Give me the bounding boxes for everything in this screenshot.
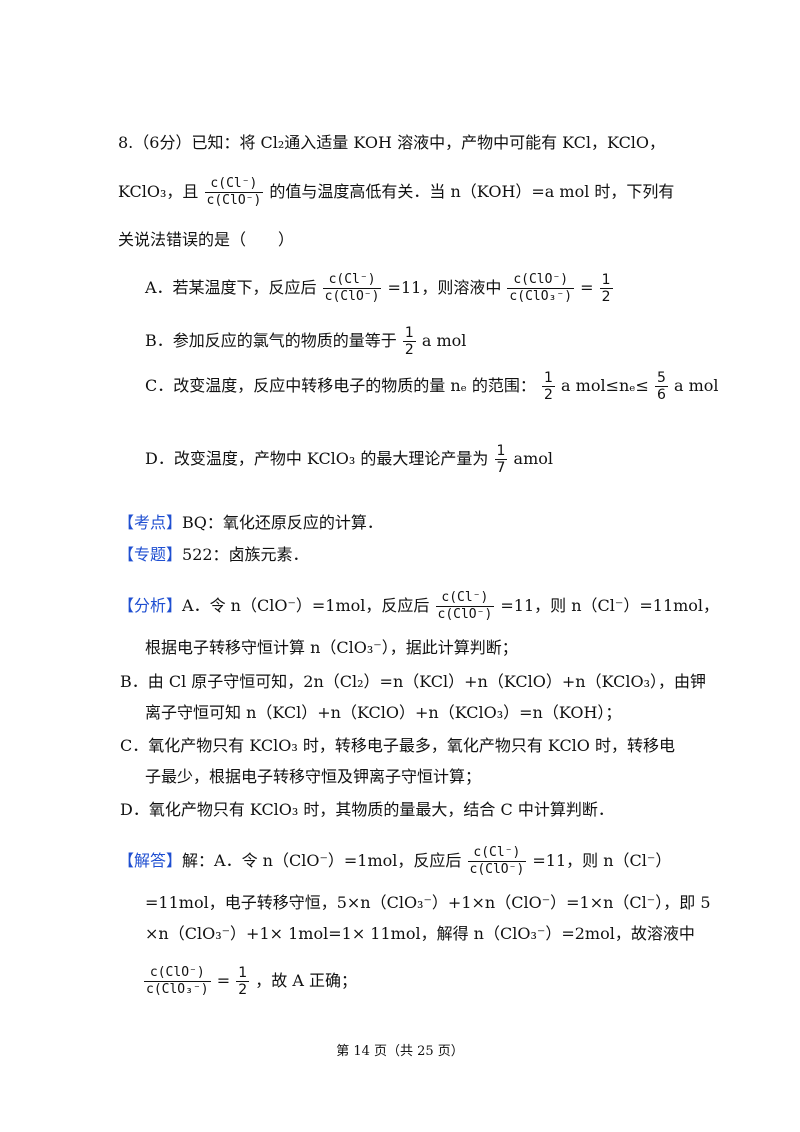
fenxi-d-line-1: D．氧化产物只有 KClO₃ 时，其物质的量最大，结合 C 中计算判断． <box>120 800 614 820</box>
jieda-line-4: c(ClO⁻) c(ClO₃⁻) = 1 2 ，故 A 正确； <box>143 965 357 998</box>
kaodian: 【考点】BQ：氧化还原反应的计算． <box>118 513 383 533</box>
numerator: 1 <box>544 370 553 386</box>
fraction-cl-over-clo: c(Cl⁻) c(ClO⁻) <box>322 272 382 305</box>
text: =11mol，电子转移守恒，5×n（ClO₃⁻）+1×n（ClO⁻）=1×n（C… <box>145 893 711 912</box>
fraction-one-half: 1 2 <box>542 370 555 403</box>
fraction-cl-over-clo: c(Cl⁻) c(ClO⁻) <box>204 176 264 209</box>
text: amol <box>513 449 553 468</box>
text: 522：卤族元素． <box>182 545 309 564</box>
fraction-cl-over-clo: c(Cl⁻) c(ClO⁻) <box>435 590 495 623</box>
numerator: c(Cl⁻) <box>473 845 521 860</box>
denominator: c(ClO⁻) <box>467 861 527 877</box>
text: D．氧化产物只有 KClO₃ 时，其物质的量最大，结合 C 中计算判断． <box>120 800 614 819</box>
numerator: c(Cl⁻) <box>328 272 376 287</box>
text: 离子守恒可知 n（KCl）+n（KClO）+n（KClO₃）=n（KOH）； <box>145 703 622 722</box>
denominator: c(ClO⁻) <box>204 192 264 208</box>
text: B．参加反应的氯气的物质的量等于 <box>145 331 397 350</box>
text: B．由 Cl 原子守恒可知，2n（Cl₂）=n（KCl）+n（KClO）+n（K… <box>120 672 706 691</box>
fenxi-b-line-2: 离子守恒可知 n（KCl）+n（KClO）+n（KClO₃）=n（KOH）； <box>145 703 621 723</box>
text: =11，则 n（Cl⁻） <box>532 851 672 870</box>
text: a mol≤nₑ≤ <box>561 376 649 395</box>
fenxi-c-line-1: C．氧化产物只有 KClO₃ 时，转移电子最多，氧化产物只有 KClO 时，转移… <box>120 736 675 756</box>
option-a: A．若某温度下，反应后 c(Cl⁻) c(ClO⁻) =11，则溶液中 c(Cl… <box>145 272 614 305</box>
denominator: c(ClO⁻) <box>435 606 495 622</box>
fenxi-c-line-2: 子最少，根据电子转移守恒及钾离子守恒计算； <box>145 767 481 787</box>
denominator: 2 <box>542 386 555 403</box>
text: a mol <box>674 376 719 395</box>
text: 解：A．令 n（ClO⁻）=1mol，反应后 <box>182 851 462 870</box>
fraction-one-half: 1 2 <box>402 325 416 358</box>
denominator: c(ClO⁻) <box>322 288 382 304</box>
denominator: 7 <box>494 459 508 476</box>
denominator: 2 <box>236 981 250 998</box>
jieda-tag: 【解答】 <box>118 851 183 870</box>
kaodian-tag: 【考点】 <box>118 513 183 532</box>
question-line-2: KClO₃，且 c(Cl⁻) c(ClO⁻) 的值与温度高低有关．当 n（KOH… <box>118 176 674 209</box>
fraction-clo-over-clo3: c(ClO⁻) c(ClO₃⁻) <box>507 272 575 305</box>
text: =11，则溶液中 <box>387 278 502 297</box>
fenxi-line-2: 根据电子转移守恒计算 n（ClO₃⁻），据此计算判断； <box>145 638 518 658</box>
text: 根据电子转移守恒计算 n（ClO₃⁻），据此计算判断； <box>145 638 518 657</box>
text: BQ：氧化还原反应的计算． <box>182 513 383 532</box>
numerator: 1 <box>601 272 611 288</box>
text: 关说法错误的是（ ） <box>118 230 295 249</box>
text: C．氧化产物只有 KClO₃ 时，转移电子最多，氧化产物只有 KClO 时，转移… <box>120 736 676 755</box>
denominator: 2 <box>599 288 613 305</box>
numerator: 5 <box>656 370 666 386</box>
text: a mol <box>421 331 467 350</box>
page-footer: 第 14 页（共 25 页） <box>336 1044 464 1059</box>
text: ，故 A 正确； <box>255 971 357 990</box>
text: = <box>216 971 231 990</box>
text: KClO₃，且 <box>118 182 199 201</box>
text: C．改变温度，反应中转移电子的物质的量 nₑ 的范围： <box>145 376 536 395</box>
text: = <box>580 278 594 297</box>
denominator: 6 <box>654 386 668 403</box>
zhuanti-tag: 【专题】 <box>118 545 183 564</box>
jieda-line-3: ×n（ClO₃⁻）+1× 1mol=1× 11mol，解得 n（ClO₃⁻）=2… <box>145 924 695 944</box>
question-line-1: 8.（6分）已知：将 Cl₂通入适量 KOH 溶液中，产物中可能有 KCl，KC… <box>118 133 665 153</box>
fenxi-tag: 【分析】 <box>118 596 183 615</box>
text: A．若某温度下，反应后 <box>145 278 317 297</box>
fenxi-line-1: 【分析】A．令 n（ClO⁻）=1mol，反应后 c(Cl⁻) c(ClO⁻) … <box>118 590 719 623</box>
numerator: c(ClO⁻) <box>149 965 205 980</box>
zhuanti: 【专题】522：卤族元素． <box>118 545 309 565</box>
fraction-clo-over-clo3: c(ClO⁻) c(ClO₃⁻) <box>144 965 211 998</box>
numerator: c(Cl⁻) <box>210 176 258 191</box>
fraction-one-half: 1 2 <box>236 965 250 998</box>
text: =11，则 n（Cl⁻）=11mol， <box>500 596 720 615</box>
text: 的值与温度高低有关．当 n（KOH）=a mol 时，下列有 <box>269 182 675 201</box>
fraction-five-sixths: 5 6 <box>654 370 668 403</box>
text: 子最少，根据电子转移守恒及钾离子守恒计算； <box>145 767 482 786</box>
fraction-one-half: 1 2 <box>599 272 613 305</box>
text: 8.（6分）已知：将 Cl₂通入适量 KOH 溶液中，产物中可能有 KCl，KC… <box>118 133 666 152</box>
denominator: c(ClO₃⁻) <box>507 288 575 304</box>
numerator: 1 <box>496 443 506 459</box>
text: ×n（ClO₃⁻）+1× 1mol=1× 11mol，解得 n（ClO₃⁻）=2… <box>145 924 695 943</box>
fraction-cl-over-clo: c(Cl⁻) c(ClO⁻) <box>467 845 527 878</box>
numerator: 1 <box>238 965 248 981</box>
numerator: c(Cl⁻) <box>441 590 489 605</box>
fenxi-b-line-1: B．由 Cl 原子守恒可知，2n（Cl₂）=n（KCl）+n（KClO）+n（K… <box>120 672 706 692</box>
fraction-one-seventh: 1 7 <box>494 443 508 476</box>
option-d: D．改变温度，产物中 KClO₃ 的最大理论产量为 1 7 amol <box>145 443 553 476</box>
option-b: B．参加反应的氯气的物质的量等于 1 2 a mol <box>145 325 466 358</box>
denominator: 2 <box>402 341 416 358</box>
denominator: c(ClO₃⁻) <box>144 981 211 997</box>
jieda-line-2: =11mol，电子转移守恒，5×n（ClO₃⁻）+1×n（ClO⁻）=1×n（C… <box>145 893 711 913</box>
jieda-line-1: 【解答】解：A．令 n（ClO⁻）=1mol，反应后 c(Cl⁻) c(ClO⁻… <box>118 845 671 878</box>
numerator: 1 <box>404 325 414 341</box>
text: D．改变温度，产物中 KClO₃ 的最大理论产量为 <box>145 449 489 468</box>
numerator: c(ClO⁻) <box>513 272 569 287</box>
question-line-3: 关说法错误的是（ ） <box>118 230 294 250</box>
option-c: C．改变温度，反应中转移电子的物质的量 nₑ 的范围： 1 2 a mol≤nₑ… <box>145 370 719 403</box>
text: A．令 n（ClO⁻）=1mol，反应后 <box>182 596 430 615</box>
